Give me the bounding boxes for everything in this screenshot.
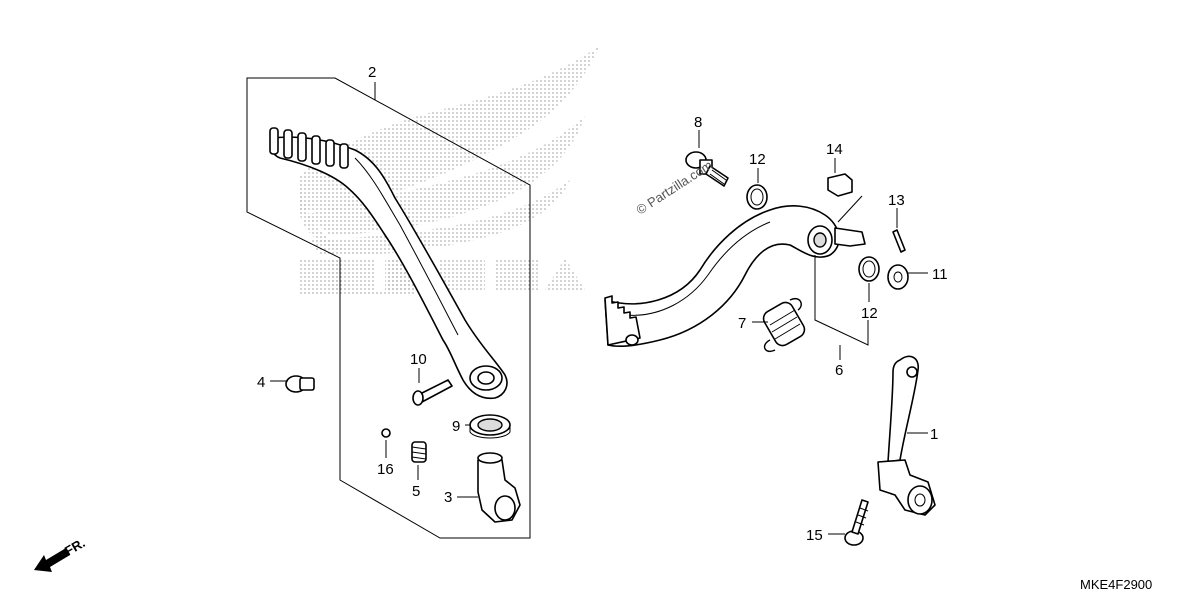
- callout-12-lower: 12: [861, 305, 878, 322]
- callout-14: 14: [826, 141, 843, 158]
- callout-4: 4: [257, 374, 265, 391]
- oil-seal: [469, 414, 511, 439]
- washer-11: [887, 264, 909, 290]
- spring-hook-clip: [827, 173, 853, 197]
- brake-pedal: [604, 205, 866, 347]
- gear-shift-pedal: [877, 355, 936, 516]
- partzilla-watermark: © Partzilla.com: [633, 157, 715, 217]
- washer-upper: [746, 184, 768, 210]
- brake-pedal-tip-teeth: [604, 295, 641, 346]
- callout-8: 8: [694, 114, 702, 131]
- kick-arm-bolt: [412, 379, 453, 406]
- kick-spindle-boss: [477, 452, 521, 523]
- diagram-code: MKE4F2900: [1080, 577, 1152, 592]
- brake-pedal-pivot-bolt: [685, 151, 729, 187]
- washer-lower: [858, 256, 880, 282]
- callout-16: 16: [377, 461, 394, 478]
- honda-logo-letters: [330, 258, 585, 290]
- callout-13: 13: [888, 192, 905, 209]
- kick-starter-group-outline: [246, 77, 531, 539]
- small-spring: [411, 441, 427, 463]
- callout-15: 15: [806, 527, 823, 544]
- callout-9: 9: [452, 418, 460, 435]
- front-direction-arrow: FR.: [34, 535, 88, 572]
- callout-11: 11: [932, 266, 948, 283]
- callout-5: 5: [412, 483, 420, 500]
- kick-starter-arm: [269, 127, 508, 400]
- flange-bolt-4: [285, 375, 315, 393]
- steel-ball: [381, 428, 391, 438]
- callout-10: 10: [410, 351, 427, 368]
- callout-7: 7: [738, 315, 746, 332]
- callout-numbers: 2 8 12 14 13 11 12 7 6 1 4 10 9 16 5 3 1…: [257, 64, 948, 544]
- cotter-pin: [892, 229, 906, 253]
- callout-3: 3: [444, 489, 452, 506]
- brake-pedal-return-spring: [762, 298, 806, 352]
- callout-12-upper: 12: [749, 151, 766, 168]
- shift-pedal-bolt: [844, 499, 869, 546]
- callout-1: 1: [930, 426, 938, 443]
- callout-6: 6: [835, 362, 843, 379]
- kick-arm-rubber-grip: [269, 127, 349, 169]
- callout-2: 2: [368, 64, 376, 81]
- leader-lines: [270, 82, 928, 535]
